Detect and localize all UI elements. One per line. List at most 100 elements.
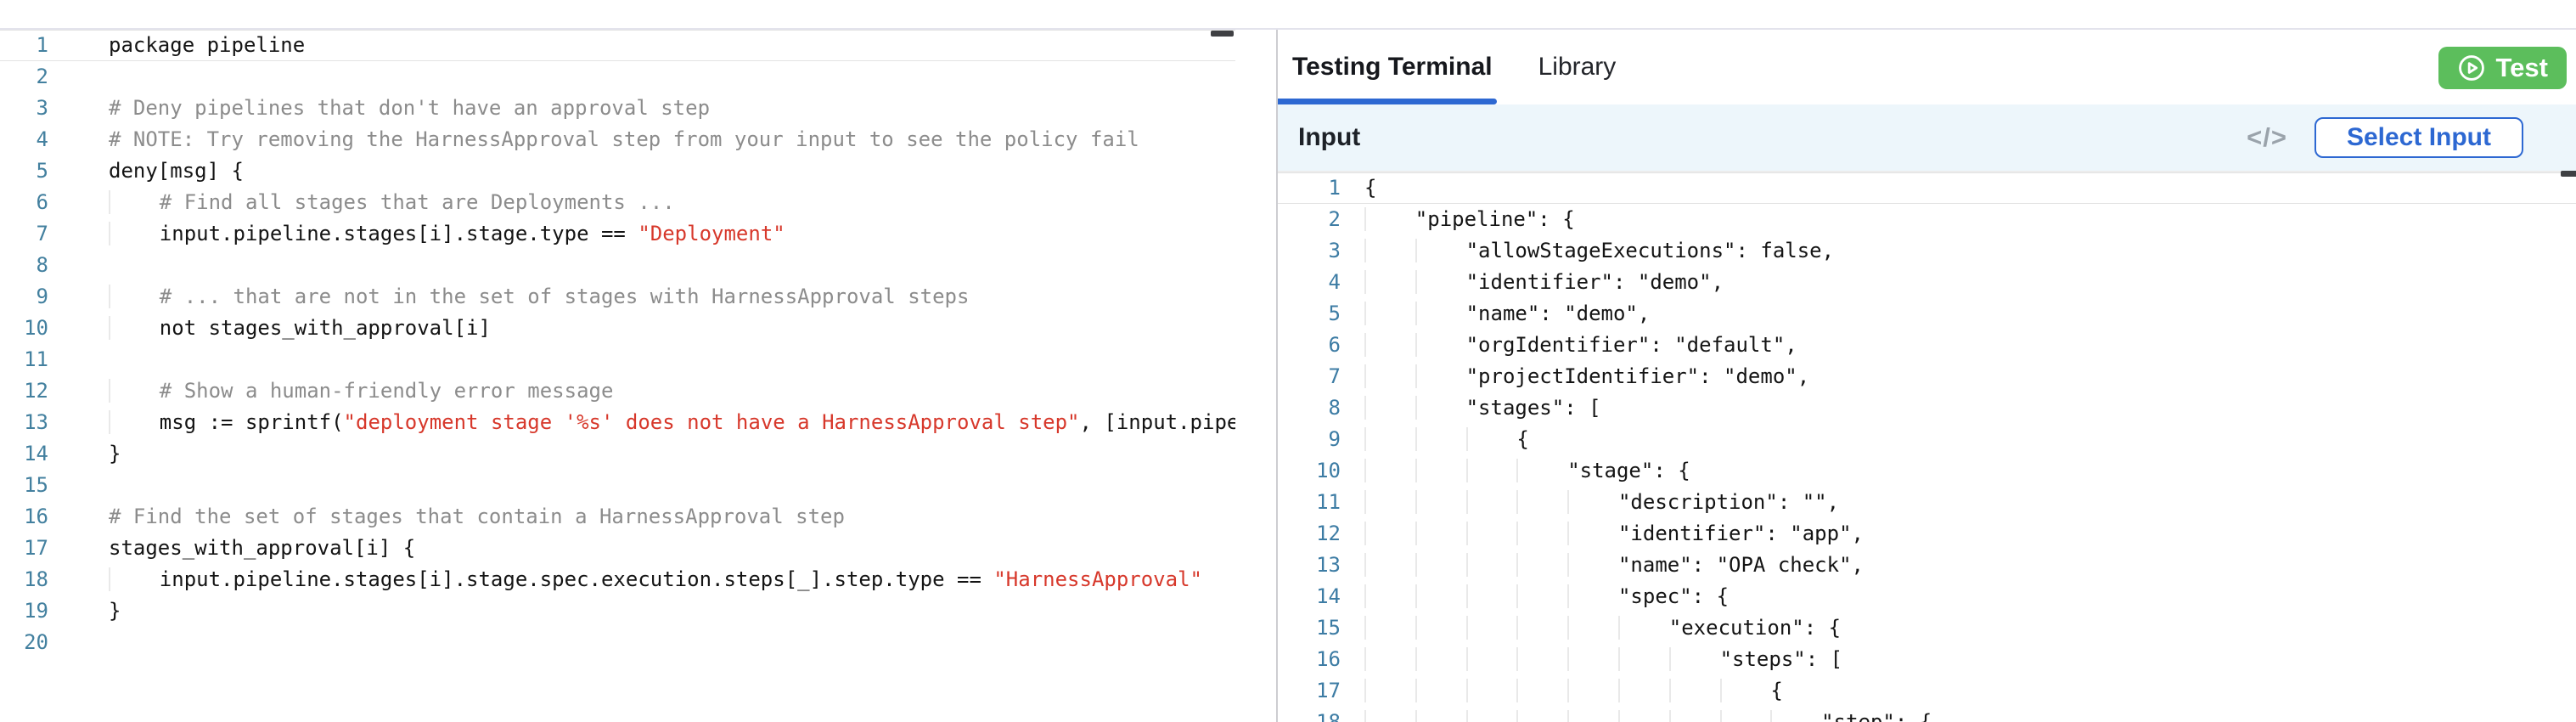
policy-editor-lines[interactable]: 1package pipeline23# Deny pipelines that… — [0, 30, 1235, 658]
line-number: 16 — [1278, 644, 1353, 675]
code-line-text — [59, 344, 1235, 375]
code-line[interactable]: 16# Find the set of stages that contain … — [0, 501, 1235, 533]
code-line[interactable]: 16 "steps": [ — [1278, 644, 2576, 675]
code-brackets-icon[interactable]: </> — [2247, 122, 2287, 153]
line-number: 2 — [0, 61, 59, 93]
terminal-tabbar: Testing Terminal Library Test — [1278, 30, 2576, 104]
line-number: 9 — [0, 281, 59, 313]
cursor-overview-marker — [2561, 171, 2576, 177]
line-number: 7 — [0, 218, 59, 250]
code-line-text — [59, 470, 1235, 501]
code-line-text: "identifier": "app", — [1353, 518, 2576, 550]
code-line[interactable]: 12 "identifier": "app", — [1278, 518, 2576, 550]
testing-terminal-pane: Testing Terminal Library Test Input </> … — [1278, 30, 2576, 722]
line-number: 1 — [0, 30, 59, 61]
line-number: 15 — [1278, 612, 1353, 644]
code-line-text: # Deny pipelines that don't have an appr… — [59, 93, 1235, 124]
code-line[interactable]: 2 — [0, 61, 1235, 93]
code-line[interactable]: 2 "pipeline": { — [1278, 204, 2576, 235]
code-line[interactable]: 11 — [0, 344, 1235, 375]
line-number: 8 — [1278, 392, 1353, 424]
code-line-text — [59, 250, 1235, 281]
line-number: 16 — [0, 501, 59, 533]
code-line-text: "description": "", — [1353, 487, 2576, 518]
input-editor-lines[interactable]: 1{2 "pipeline": {3 "allowStageExecutions… — [1278, 172, 2576, 722]
code-line-text: { — [1353, 424, 2576, 455]
line-number: 12 — [1278, 518, 1353, 550]
code-line[interactable]: 14 "spec": { — [1278, 581, 2576, 612]
code-line-text: "spec": { — [1353, 581, 2576, 612]
code-line[interactable]: 5 "name": "demo", — [1278, 298, 2576, 330]
active-tab-underline — [1278, 99, 1497, 104]
code-line-text: # NOTE: Try removing the HarnessApproval… — [59, 124, 1235, 155]
line-number: 18 — [0, 564, 59, 595]
line-number: 5 — [1278, 298, 1353, 330]
code-line[interactable]: 6 "orgIdentifier": "default", — [1278, 330, 2576, 361]
play-circle-icon — [2457, 54, 2486, 82]
code-line-text: deny[msg] { — [59, 155, 1235, 187]
line-number: 10 — [1278, 455, 1353, 487]
code-line[interactable]: 13 "name": "OPA check", — [1278, 550, 2576, 581]
code-line[interactable]: 7 "projectIdentifier": "demo", — [1278, 361, 2576, 392]
code-line[interactable]: 4 "identifier": "demo", — [1278, 267, 2576, 298]
code-line[interactable]: 15 "execution": { — [1278, 612, 2576, 644]
line-number: 7 — [1278, 361, 1353, 392]
code-line-text: "stage": { — [1353, 455, 2576, 487]
code-line[interactable]: 7 input.pipeline.stages[i].stage.type ==… — [0, 218, 1235, 250]
code-line-text: # ... that are not in the set of stages … — [59, 281, 1235, 313]
line-number: 1 — [1278, 172, 1353, 204]
code-line[interactable]: 17stages_with_approval[i] { — [0, 533, 1235, 564]
code-line[interactable]: 8 — [0, 250, 1235, 281]
code-line-text: "orgIdentifier": "default", — [1353, 330, 2576, 361]
code-line[interactable]: 1package pipeline — [0, 30, 1235, 61]
code-line-text — [59, 627, 1235, 658]
code-line[interactable]: 6 # Find all stages that are Deployments… — [0, 187, 1235, 218]
line-number: 2 — [1278, 204, 1353, 235]
test-button[interactable]: Test — [2438, 47, 2567, 89]
code-line-text: "step": { — [1353, 707, 2576, 722]
code-line[interactable]: 18 input.pipeline.stages[i].stage.spec.e… — [0, 564, 1235, 595]
code-line[interactable]: 19} — [0, 595, 1235, 627]
input-section-title: Input — [1298, 123, 1360, 152]
tab-library[interactable]: Library — [1538, 53, 1617, 82]
code-line[interactable]: 10 "stage": { — [1278, 455, 2576, 487]
code-line[interactable]: 8 "stages": [ — [1278, 392, 2576, 424]
code-line-text: input.pipeline.stages[i].stage.type == "… — [59, 218, 1235, 250]
code-line[interactable]: 3# Deny pipelines that don't have an app… — [0, 93, 1235, 124]
code-line-text: # Find all stages that are Deployments .… — [59, 187, 1235, 218]
code-line-text: "projectIdentifier": "demo", — [1353, 361, 2576, 392]
code-line-text: msg := sprintf("deployment stage '%s' do… — [59, 407, 1235, 438]
code-line-text: } — [59, 595, 1235, 627]
line-number: 14 — [0, 438, 59, 470]
code-line[interactable]: 9 { — [1278, 424, 2576, 455]
code-line-text: input.pipeline.stages[i].stage.spec.exec… — [59, 564, 1235, 595]
line-number: 8 — [0, 250, 59, 281]
code-line[interactable]: 11 "description": "", — [1278, 487, 2576, 518]
line-number: 15 — [0, 470, 59, 501]
code-line[interactable]: 4# NOTE: Try removing the HarnessApprova… — [0, 124, 1235, 155]
policy-editor-pane[interactable]: 1package pipeline23# Deny pipelines that… — [0, 30, 1276, 722]
code-line[interactable]: 10 not stages_with_approval[i] — [0, 313, 1235, 344]
code-line[interactable]: 5deny[msg] { — [0, 155, 1235, 187]
code-line-text — [59, 61, 1235, 93]
line-number: 20 — [0, 627, 59, 658]
select-input-button[interactable]: Select Input — [2314, 117, 2523, 158]
code-line[interactable]: 20 — [0, 627, 1235, 658]
line-number: 13 — [1278, 550, 1353, 581]
code-line[interactable]: 1{ — [1278, 172, 2576, 204]
code-line[interactable]: 18 "step": { — [1278, 707, 2576, 722]
main-split: 1package pipeline23# Deny pipelines that… — [0, 30, 2576, 722]
code-line[interactable]: 17 { — [1278, 675, 2576, 707]
code-line[interactable]: 15 — [0, 470, 1235, 501]
code-line[interactable]: 12 # Show a human-friendly error message — [0, 375, 1235, 407]
code-line-text: { — [1353, 172, 2576, 204]
code-line[interactable]: 3 "allowStageExecutions": false, — [1278, 235, 2576, 267]
line-number: 17 — [0, 533, 59, 564]
tab-testing-terminal[interactable]: Testing Terminal — [1292, 53, 1493, 82]
code-line-text: "stages": [ — [1353, 392, 2576, 424]
line-number: 11 — [1278, 487, 1353, 518]
code-line-text: stages_with_approval[i] { — [59, 533, 1235, 564]
code-line[interactable]: 9 # ... that are not in the set of stage… — [0, 281, 1235, 313]
code-line[interactable]: 14} — [0, 438, 1235, 470]
code-line[interactable]: 13 msg := sprintf("deployment stage '%s'… — [0, 407, 1235, 438]
